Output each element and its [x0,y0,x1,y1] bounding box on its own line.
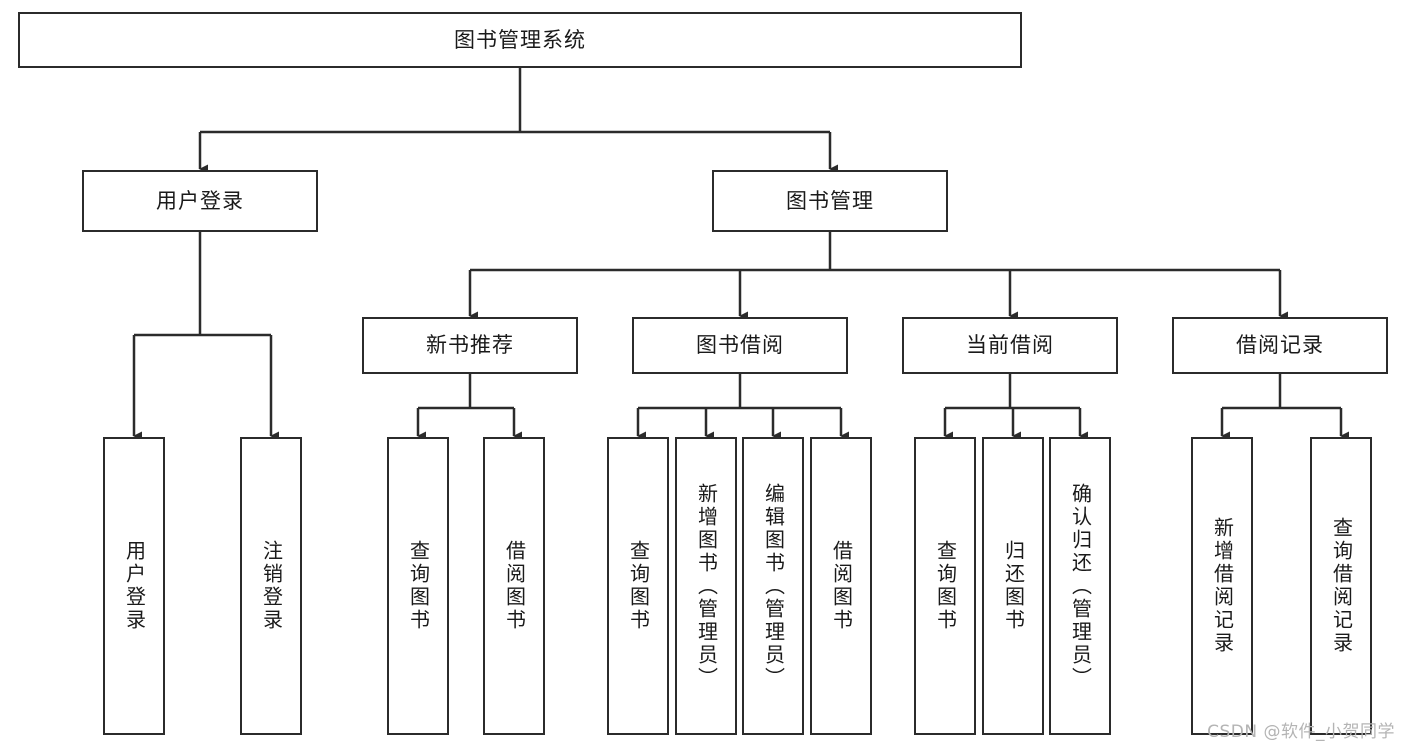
node-label: 用户登录 [156,188,244,213]
node-book-manage[interactable]: 图书管理 [712,170,948,232]
node-label: 借阅记录 [1236,333,1324,358]
node-leaf-add-record[interactable]: 新增借阅记录 [1191,437,1253,735]
node-label: 借阅图书 [829,540,854,632]
node-leaf-query-book-bb[interactable]: 查询图书 [607,437,669,735]
node-leaf-borrow-book-bb[interactable]: 借阅图书 [810,437,872,735]
node-label: 查询图书 [626,540,651,632]
node-label: 用户登录 [122,540,147,632]
node-leaf-confirm-return[interactable]: 确认归还（管理员） [1049,437,1111,735]
node-leaf-edit-book[interactable]: 编辑图书（管理员） [742,437,804,735]
node-label: 图书管理 [786,188,874,213]
node-leaf-query-book-cb[interactable]: 查询图书 [914,437,976,735]
node-label: 查询图书 [933,540,958,632]
node-label: 注销登录 [259,540,284,632]
node-label: 图书借阅 [696,333,784,358]
node-leaf-user-login[interactable]: 用户登录 [103,437,165,735]
node-label: 编辑图书（管理员） [761,482,786,690]
node-label: 当前借阅 [966,333,1054,358]
node-new-book-rec[interactable]: 新书推荐 [362,317,578,374]
node-label: 归还图书 [1001,540,1026,632]
node-root[interactable]: 图书管理系统 [18,12,1022,68]
node-leaf-return-book[interactable]: 归还图书 [982,437,1044,735]
node-label: 图书管理系统 [454,27,586,52]
node-leaf-query-book-rec[interactable]: 查询图书 [387,437,449,735]
node-label: 确认归还（管理员） [1068,482,1093,690]
node-current-borrow[interactable]: 当前借阅 [902,317,1118,374]
node-leaf-logout[interactable]: 注销登录 [240,437,302,735]
node-label: 借阅图书 [502,540,527,632]
node-label: 新增借阅记录 [1210,517,1235,655]
node-label: 查询图书 [406,540,431,632]
node-leaf-add-book[interactable]: 新增图书（管理员） [675,437,737,735]
node-user-login[interactable]: 用户登录 [82,170,318,232]
node-label: 查询借阅记录 [1329,517,1354,655]
node-label: 新增图书（管理员） [694,482,719,690]
node-leaf-query-record[interactable]: 查询借阅记录 [1310,437,1372,735]
edge-group [132,68,1349,441]
node-book-borrow[interactable]: 图书借阅 [632,317,848,374]
watermark: CSDN @软件_小贺同学 [1207,722,1395,742]
node-leaf-borrow-book-rec[interactable]: 借阅图书 [483,437,545,735]
node-borrow-record[interactable]: 借阅记录 [1172,317,1388,374]
node-label: 新书推荐 [426,333,514,358]
